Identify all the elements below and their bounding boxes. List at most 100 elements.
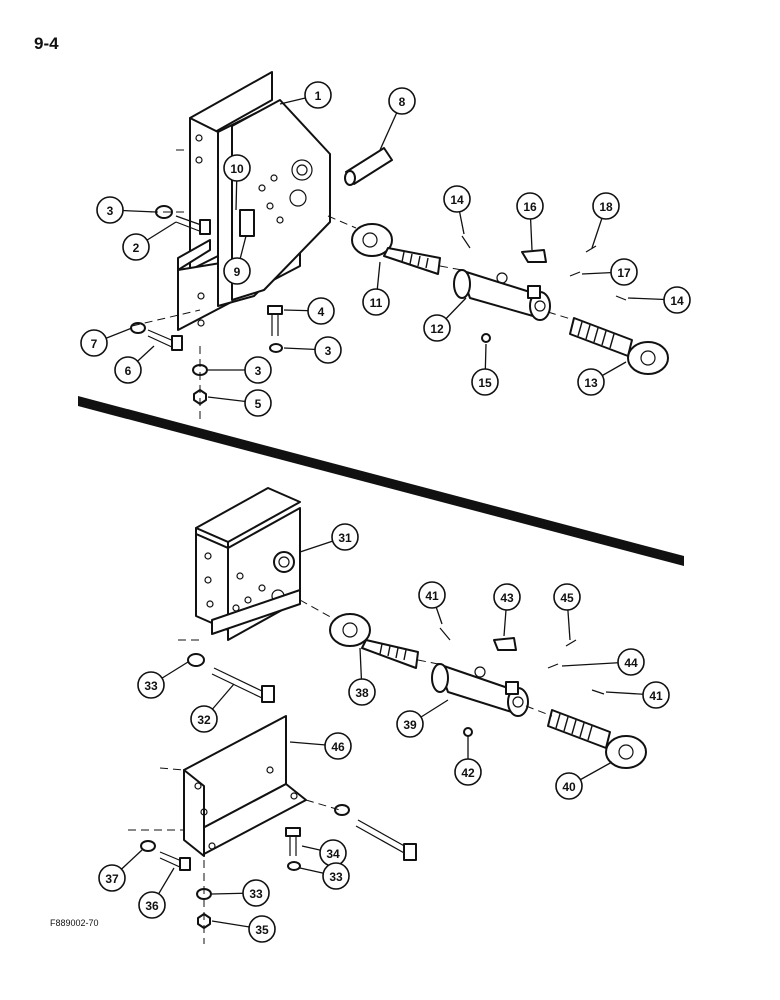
callout-circle — [348, 678, 376, 706]
lower-callout-38: 38 — [348, 647, 376, 706]
callout-circle — [80, 329, 108, 357]
lower-callout-41: 41 — [605, 681, 670, 709]
bolt-4 — [267, 305, 283, 336]
rod-end-38 — [329, 613, 419, 669]
lower-assembly — [128, 487, 647, 944]
washer-33a — [187, 653, 205, 667]
callout-number: 11 — [370, 296, 383, 310]
callout-number: 33 — [249, 887, 263, 901]
page-number: 9-4 — [34, 34, 59, 53]
callout-number: 3 — [325, 344, 332, 358]
callout-number: 34 — [326, 847, 340, 861]
upper-side-plate — [217, 99, 331, 307]
washer-lower — [334, 804, 350, 816]
clip-pin-18 — [585, 245, 597, 253]
callout-number: 46 — [331, 740, 345, 754]
callout-number: 14 — [450, 193, 464, 207]
callout-number: 14 — [670, 294, 684, 308]
callout-circle — [642, 681, 670, 709]
callout-circle — [423, 314, 451, 342]
lower-callout-31: 31 — [299, 523, 359, 553]
callout-circle — [114, 356, 142, 384]
callout-number: 3 — [107, 204, 114, 218]
washer-33c — [287, 861, 301, 871]
rod-end-40 — [547, 709, 647, 769]
callout-circle — [304, 81, 332, 109]
roll-pin-14a — [461, 235, 471, 249]
lower-callout-33: 33 — [211, 879, 270, 907]
bolt-32 — [211, 667, 275, 703]
callout-number: 38 — [355, 686, 369, 700]
callout-circle — [244, 356, 272, 384]
callout-number: 17 — [617, 266, 631, 280]
section-divider — [78, 396, 684, 566]
callout-number: 37 — [105, 872, 119, 886]
lower-callout-45: 45 — [553, 583, 581, 641]
callout-circle — [138, 891, 166, 919]
adjuster-body-12 — [453, 269, 551, 321]
lower-callout-33: 33 — [137, 661, 189, 699]
callout-circle — [122, 233, 150, 261]
angle-bracket-46 — [183, 715, 307, 857]
callout-circle — [307, 297, 335, 325]
callout-circle — [617, 648, 645, 676]
callout-number: 9 — [234, 265, 241, 279]
callout-number: 12 — [430, 322, 444, 336]
upper-callout-1: 1 — [279, 81, 332, 109]
callout-number: 7 — [91, 337, 98, 351]
upper-callout-13: 13 — [577, 361, 627, 396]
callout-number: 5 — [255, 397, 262, 411]
callout-circle — [322, 862, 350, 890]
upper-callout-16: 16 — [516, 192, 544, 251]
callout-number: 4 — [318, 305, 325, 319]
upper-callout-9: 9 — [223, 235, 251, 285]
lower-callout-37: 37 — [98, 849, 143, 892]
upper-callout-3: 3 — [283, 336, 342, 364]
callout-number: 33 — [144, 679, 158, 693]
lower-callout-33: 33 — [299, 862, 350, 890]
lock-plate — [239, 209, 255, 237]
upper-callout-18: 18 — [591, 192, 620, 249]
callout-number: 31 — [338, 531, 352, 545]
upper-callout-7: 7 — [80, 327, 133, 357]
bolt-36 — [159, 851, 191, 871]
callout-number: 35 — [255, 923, 269, 937]
upper-callout-11: 11 — [362, 261, 390, 316]
callout-number: 1 — [315, 89, 322, 103]
lower-mounting-bracket — [195, 487, 301, 641]
callout-number: 16 — [523, 200, 537, 214]
callout-number: 8 — [399, 95, 406, 109]
bolt-6 — [147, 329, 183, 351]
adjuster-body-39 — [431, 663, 529, 717]
callout-circle — [396, 710, 424, 738]
callout-number: 10 — [230, 162, 244, 176]
pin-44 — [547, 663, 559, 669]
callout-number: 39 — [403, 718, 417, 732]
upper-callout-14: 14 — [443, 185, 471, 235]
callout-circle — [223, 257, 251, 285]
lower-callout-43: 43 — [493, 583, 521, 637]
callout-circle — [663, 286, 691, 314]
lower-callout-39: 39 — [396, 699, 449, 738]
upper-callout-8: 8 — [379, 87, 416, 151]
bolt-2 — [175, 215, 211, 235]
upper-assembly — [130, 71, 669, 420]
upper-callout-3: 3 — [96, 196, 157, 224]
figure-code: F889002-70 — [50, 918, 99, 928]
latch-16 — [521, 249, 547, 263]
latch-43 — [493, 637, 517, 651]
roll-pin-41b — [591, 689, 605, 695]
upper-callout-4: 4 — [283, 297, 335, 325]
callout-number: 2 — [133, 241, 140, 255]
upper-callout-6: 6 — [114, 345, 155, 384]
lower-callout-44: 44 — [561, 648, 645, 676]
clip-pin-45 — [565, 639, 577, 647]
pin-8 — [344, 147, 393, 186]
callout-circle — [555, 772, 583, 800]
callout-circle — [244, 389, 272, 417]
callout-circle — [331, 523, 359, 551]
callout-circle — [610, 258, 638, 286]
lower-callout-41: 41 — [418, 581, 446, 625]
callout-number: 13 — [584, 376, 598, 390]
rod-end-11 — [351, 223, 441, 275]
